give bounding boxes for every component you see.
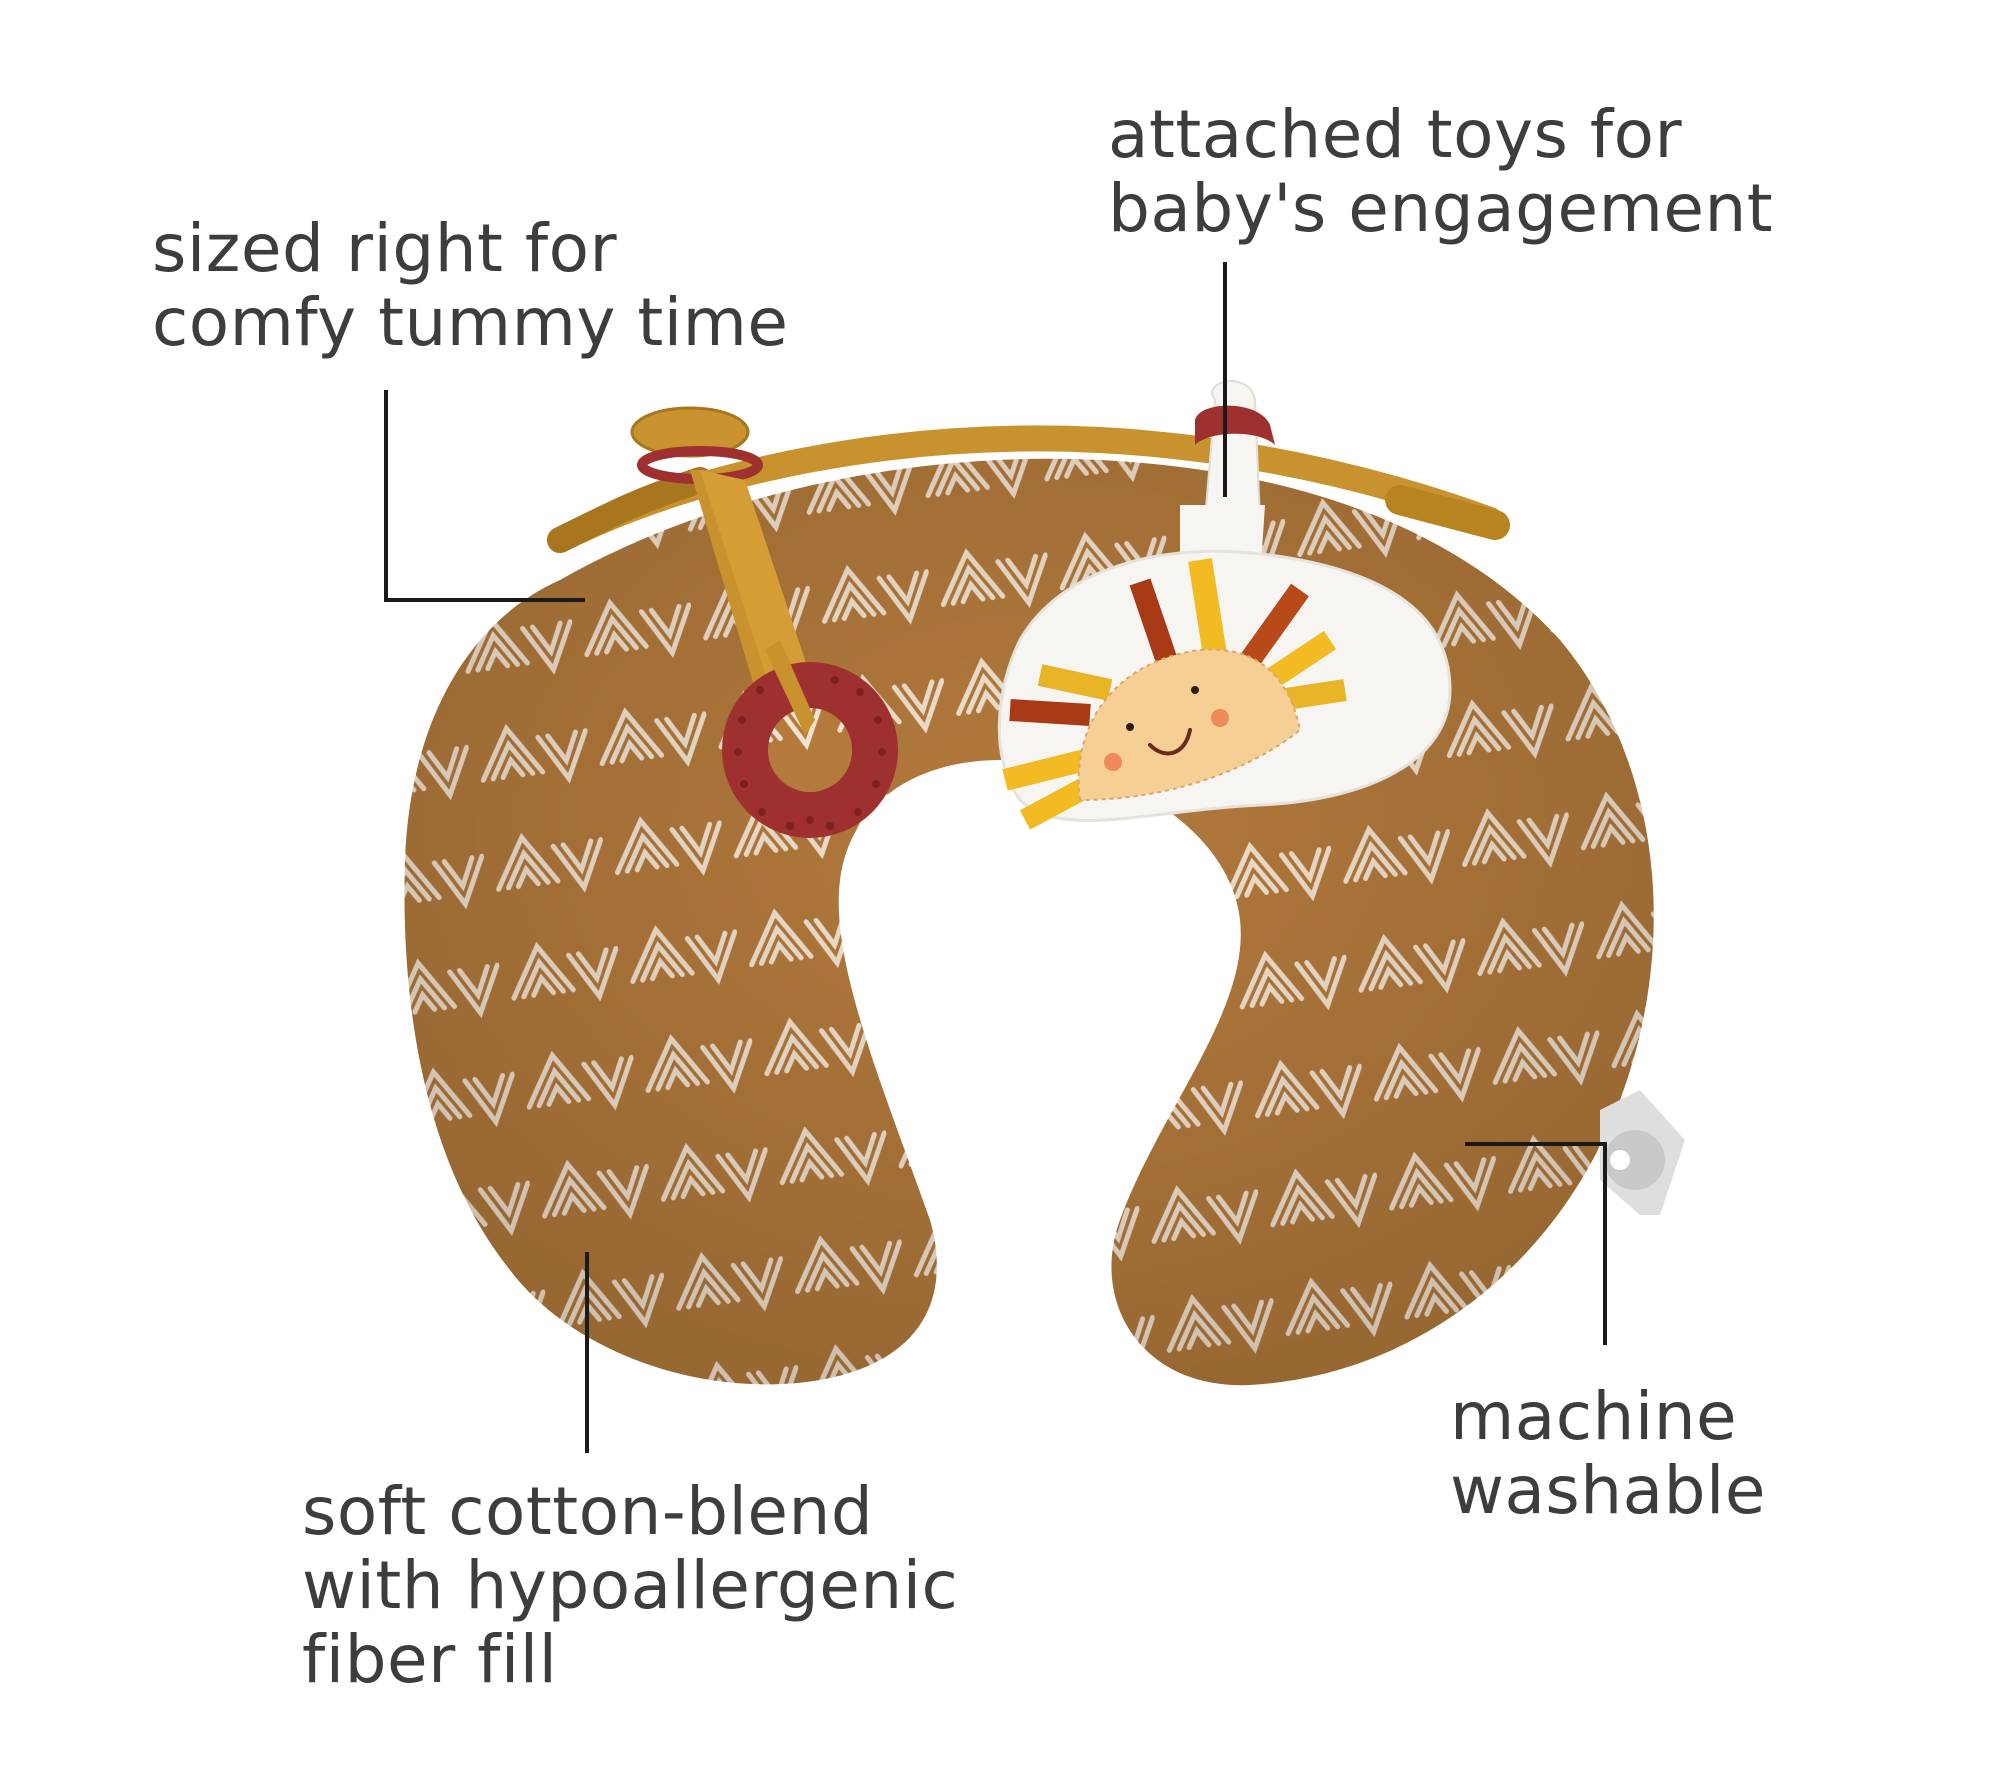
callout-line: sized right for [152, 210, 618, 287]
callout-soft-fabric: soft cotton-blend with hypoallergenic fi… [302, 1475, 958, 1697]
callout-line: washable [1450, 1452, 1766, 1529]
sun-plush-toy-icon [997, 380, 1452, 830]
callout-line: fiber fill [302, 1621, 558, 1698]
callout-line: soft cotton-blend [302, 1473, 874, 1550]
leader-lines [384, 262, 1607, 1453]
leader-line-wash [1465, 1142, 1607, 1345]
callout-machine-washable: machine washable [1450, 1380, 1766, 1528]
callout-sized-right: sized right for comfy tummy time [152, 212, 789, 360]
callout-line: with hypoallergenic [302, 1547, 959, 1624]
teether-ring-icon [630, 406, 898, 838]
leader-line-size [384, 390, 585, 602]
callout-line: machine [1450, 1378, 1738, 1455]
callout-line: comfy tummy time [152, 284, 789, 361]
care-tag-icon [1600, 1090, 1685, 1215]
pillow-body [404, 458, 1654, 1386]
callout-line: attached toys for [1108, 96, 1683, 173]
callout-attached-toys: attached toys for baby's engagement [1108, 98, 1773, 246]
callout-line: baby's engagement [1108, 170, 1774, 247]
